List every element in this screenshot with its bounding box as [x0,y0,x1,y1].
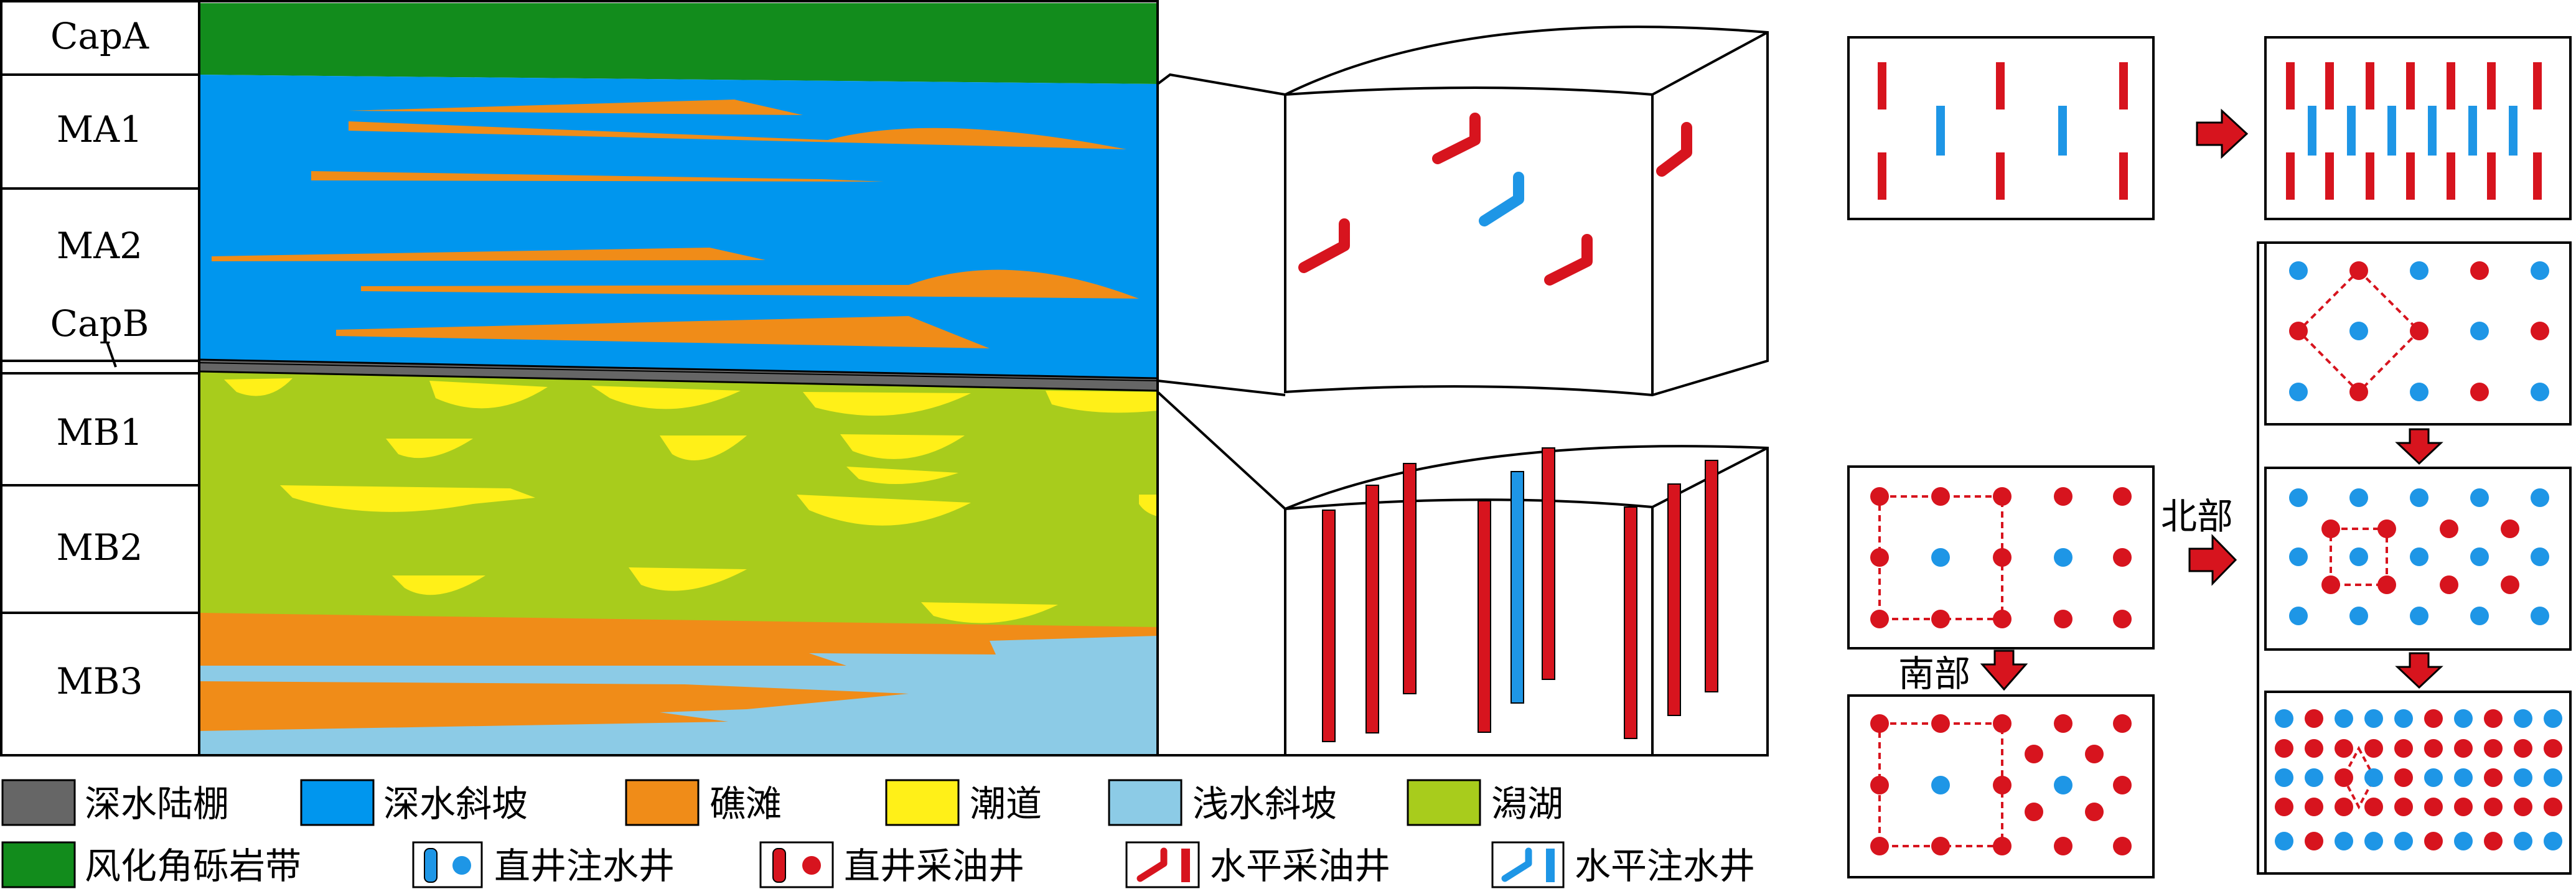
vertical-production-well [1403,463,1417,694]
lower-reservoir-block [1284,445,1769,757]
pattern-d-wells [2289,488,2549,625]
vertical-production-well [1542,447,1555,680]
vertical-production-well [1365,485,1379,733]
pattern-f-wells [1870,487,2132,628]
horizontal-production-well [1656,122,1692,177]
stratum-label-mb1: MB1 [57,411,143,454]
horizontal-injection-well-icon [1491,841,1565,888]
vertical-production-well [1667,483,1681,716]
legend-label: 浅水斜坡 [1192,783,1337,825]
zoom-connector-lines [1156,73,1286,757]
arrow-down-icon [2395,428,2443,465]
stratum-label-ma2: MA2 [57,225,143,267]
orange-swatch [625,779,700,826]
upper-reservoir-block [1284,26,1769,397]
vertical-production-well [1478,500,1491,733]
legend-label: 直井采油井 [844,845,1024,887]
legend-label: 直井注水井 [494,845,675,887]
vertical-production-well-icon [759,841,834,888]
arrow-down-icon [2395,652,2443,689]
pattern-b-wells [2286,62,2542,200]
region-label-north: 北部 [2161,495,2233,538]
stratum-label-ma1: MA1 [57,108,143,151]
vertical-production-well [1624,506,1637,739]
north-sequence-bracket [2257,241,2265,875]
vertical-injection-well [1510,471,1524,704]
ma-reef-lenses [212,100,1139,348]
legend-label: 水平注水井 [1575,845,1755,887]
deep-water-slope-zone [199,75,1158,381]
horizontal-injection-well [1479,172,1524,226]
pattern-e-wells [2275,709,2562,850]
legend-label: 潮道 [970,783,1042,825]
vertical-production-well [1322,510,1336,742]
stratum-label-mb3: MB3 [57,660,143,702]
arrow-right-icon [2188,534,2237,586]
stratum-label-capb: CapB [50,302,149,345]
weathered-breccia-zone [199,3,1158,84]
legend-label: 潟湖 [1491,783,1563,825]
yellow-swatch [885,779,960,826]
legend-label: 深水斜坡 [383,783,528,825]
dark-green-swatch [1,841,76,888]
arrow-down-icon [1980,650,2028,691]
horizontal-production-well [1432,113,1481,164]
blue-swatch [300,779,375,826]
stratum-label-mb2: MB2 [57,526,143,569]
stratigraphic-section [198,0,1159,757]
tidal-channel-lenses [224,378,1158,623]
light-blue-swatch [1108,779,1183,826]
pattern-c-wells [2289,261,2549,401]
vertical-injection-well-icon [412,841,483,888]
horizontal-production-well [1298,218,1350,273]
horizontal-production-well-icon [1125,841,1200,888]
well-pattern-panels: 北部 南部 [1847,36,2572,878]
legend-label: 深水陆棚 [85,783,229,825]
stratum-label-capa: CapA [50,15,149,57]
vertical-production-well [1705,460,1718,692]
region-label-south: 南部 [1898,653,1970,695]
horizontal-wells-upper [1298,113,1692,286]
legend-label: 礁滩 [710,783,782,825]
pattern-g-wells [1870,714,2132,855]
legend-label: 风化角砾岩带 [85,845,301,887]
layer-label-column: CapA MA1 MA2 CapB MB1 MB2 MB3 [0,0,200,757]
vertical-wells-lower [1322,447,1718,742]
mb3-reef-beds [199,613,1158,731]
arrow-right-icon [2196,108,2249,159]
legend-label: 水平采油井 [1210,845,1390,887]
green-swatch [1407,779,1481,826]
horizontal-production-well [1544,234,1593,286]
gray-swatch [1,779,76,826]
pattern-a-wells [1878,62,2128,200]
legend: 深水陆棚 深水斜坡 礁滩 潮道 浅水斜坡 潟湖 风化角砾岩带 直井注水井 直井采… [1,779,1755,888]
